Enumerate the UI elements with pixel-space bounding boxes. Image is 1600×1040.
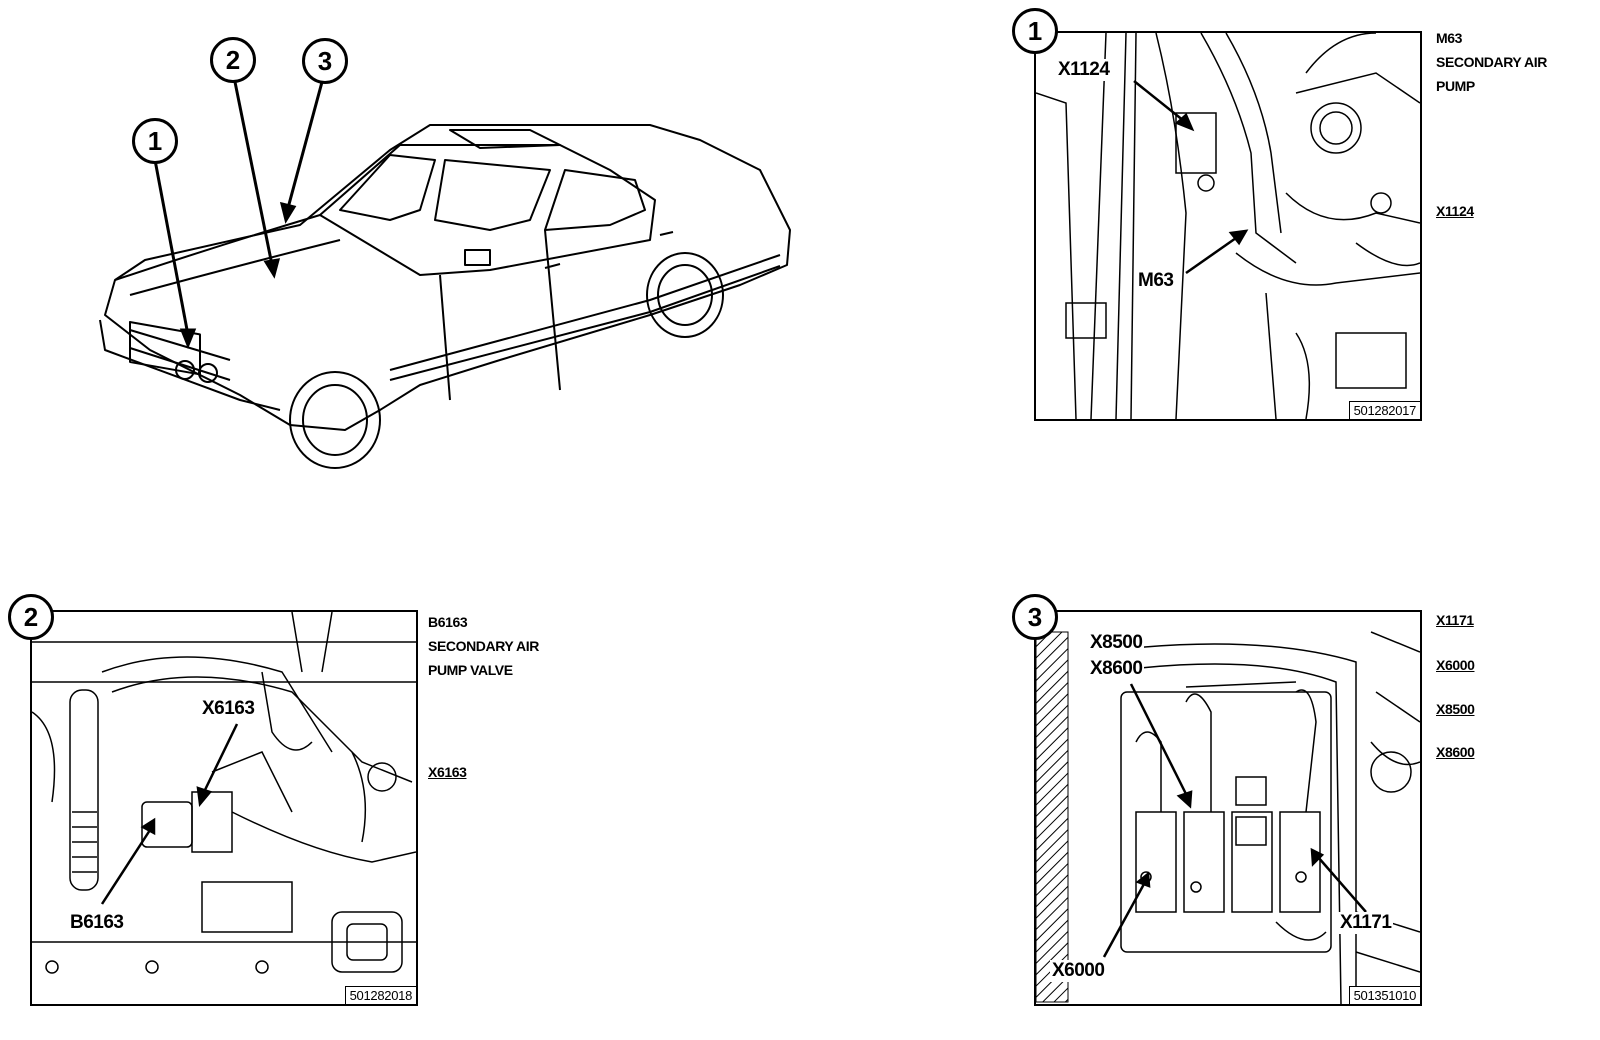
callout-x8600: X8600: [1088, 658, 1145, 680]
engine-bay-drawing-1: [1036, 33, 1420, 419]
overview-marker-3: 3: [302, 38, 348, 84]
legend-panel1: M63 SECONDARY AIR PUMP: [1436, 26, 1547, 98]
callout-x6000: X6000: [1050, 960, 1107, 982]
callout-x1124-panel1: X1124: [1056, 59, 1112, 81]
connector-label-x6000: X6000: [1436, 657, 1475, 673]
panel-1-badge: 1: [1012, 8, 1058, 54]
detail-panel-1: X1124 M63 501282017: [1034, 31, 1422, 421]
legend-panel2: B6163 SECONDARY AIR PUMP VALVE: [428, 610, 539, 682]
figure-number-1: 501282017: [1348, 401, 1420, 419]
legend-line-1: SECONDARY AIR: [1436, 54, 1547, 70]
connector-label-x8600: X8600: [1436, 744, 1475, 760]
callout-x1171: X1171: [1338, 912, 1394, 934]
car-illustration: [99, 81, 791, 469]
overview-marker-1: 1: [132, 118, 178, 164]
panel-3-badge: 3: [1012, 594, 1058, 640]
legend-code: B6163: [428, 614, 468, 630]
car-overview: 1 2 3: [90, 30, 810, 470]
callout-x8500: X8500: [1088, 632, 1145, 654]
legend-line-2: PUMP: [1436, 78, 1475, 94]
legend-line-2: PUMP VALVE: [428, 662, 513, 678]
panel-2-badge: 2: [8, 594, 54, 640]
connector-label-x1171: X1171: [1436, 612, 1474, 628]
callout-b6163: B6163: [68, 912, 126, 934]
callout-m63: M63: [1136, 270, 1176, 292]
legend-line-1: SECONDARY AIR: [428, 638, 539, 654]
detail-panel-2: X6163 B6163 501282018: [30, 610, 418, 1006]
fuse-box-drawing-3: [1036, 631, 1420, 1004]
connector-label-x8500: X8500: [1436, 701, 1475, 717]
engine-bay-drawing-2: [32, 612, 416, 974]
connector-label-x1124: X1124: [1436, 203, 1474, 219]
legend-code: M63: [1436, 30, 1463, 46]
callout-x6163: X6163: [200, 698, 257, 720]
detail-panel-3: X8500 X8600 X6000 X1171 501351010: [1034, 610, 1422, 1006]
figure-number-3: 501351010: [1348, 986, 1420, 1004]
connector-label-x6163: X6163: [428, 764, 467, 780]
overview-marker-2: 2: [210, 37, 256, 83]
figure-number-2: 501282018: [344, 986, 416, 1004]
